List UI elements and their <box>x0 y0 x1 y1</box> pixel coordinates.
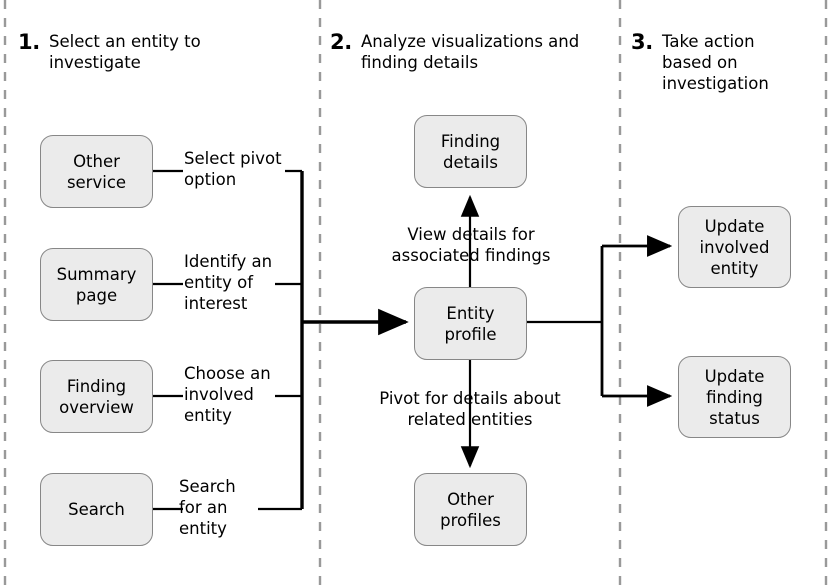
phase-title-1: Select an entity to investigate <box>49 32 201 72</box>
edge-label-identify-entity: Identify an entity of interest <box>184 252 273 313</box>
edge-label-view-details: View details for associated findings <box>391 225 551 265</box>
edge-label-select-pivot-option: Select pivot option <box>184 149 282 189</box>
node-entity-profile[interactable]: Entity profile <box>414 287 527 360</box>
node-other-service[interactable]: Other service <box>40 135 153 208</box>
phase-number-2: 2. <box>330 30 352 54</box>
node-finding-overview[interactable]: Finding overview <box>40 360 153 433</box>
phase-dividers <box>3 0 828 585</box>
phase-header-3: 3. Take action based on investigation <box>631 31 821 94</box>
edge-label-choose-involved-entity: Choose an involved entity <box>184 364 271 425</box>
phase-number-3: 3. <box>631 30 653 54</box>
left-connectors <box>153 169 302 511</box>
node-search[interactable]: Search <box>40 473 153 546</box>
phase-title-3: Take action based on investigation <box>662 32 769 93</box>
phase-title-2: Analyze visualizations and finding detai… <box>361 32 580 72</box>
node-finding-details[interactable]: Finding details <box>414 115 527 188</box>
node-update-involved-entity[interactable]: Update involved entity <box>678 206 791 288</box>
phase-number-1: 1. <box>18 30 40 54</box>
node-summary-page[interactable]: Summary page <box>40 248 153 321</box>
edge-label-search-for-entity: Search for an entity <box>179 477 236 538</box>
node-update-finding-status[interactable]: Update finding status <box>678 356 791 438</box>
phase-header-1: 1. Select an entity to investigate <box>18 31 298 73</box>
phase-header-2: 2. Analyze visualizations and finding de… <box>330 31 615 73</box>
node-other-profiles[interactable]: Other profiles <box>414 473 527 546</box>
edge-label-pivot-for-details: Pivot for details about related entities <box>379 389 561 429</box>
